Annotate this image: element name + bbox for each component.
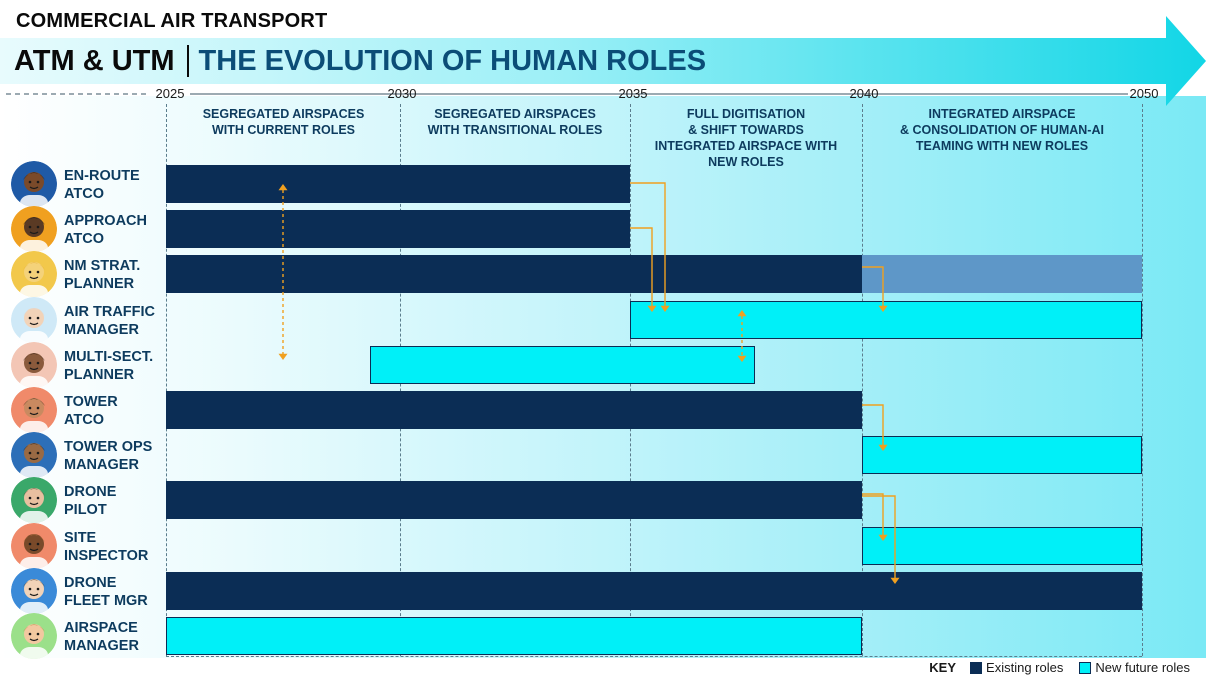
legend-item-new: New future roles xyxy=(1079,660,1190,675)
phase-gridline xyxy=(1142,104,1143,656)
legend-swatch-new xyxy=(1079,661,1092,674)
approach-avatar-icon xyxy=(11,206,57,253)
role-bar-new xyxy=(166,617,862,655)
legend-title: KEY xyxy=(929,660,957,675)
tower-ops-avatar-icon xyxy=(11,432,57,479)
role-label: AIR TRAFFIC MANAGER xyxy=(64,303,156,338)
atco-avatar-icon xyxy=(11,161,57,207)
title-right: THE EVOLUTION OF HUMAN ROLES xyxy=(198,44,707,77)
page-title: ATM & UTM THE EVOLUTION OF HUMAN ROLES xyxy=(14,43,706,79)
role-label: TOWER ATCO xyxy=(64,394,118,428)
role-bar-new xyxy=(370,345,756,384)
title-left: ATM & UTM xyxy=(14,44,175,77)
timeline-axis xyxy=(6,93,1128,95)
phase-header: SEGREGATED AIRSPACES WITH CURRENT ROLES xyxy=(202,107,365,137)
airspace-manager-avatar-icon xyxy=(11,613,57,659)
phase-header: INTEGRATED AIRSPACE & CONSOLIDATION OF H… xyxy=(900,107,1104,153)
role-bar-existing xyxy=(166,255,862,294)
role-label: APPROACH ATCO xyxy=(64,213,147,248)
chart-left-edge xyxy=(166,104,167,656)
role-label: SITE INSPECTOR xyxy=(64,529,149,564)
phase-header: SEGREGATED AIRSPACES WITH TRANSITIONAL R… xyxy=(427,107,603,137)
axis-year-label: 2040 xyxy=(849,86,879,101)
role-label: NM STRAT. PLANNER xyxy=(64,258,141,293)
axis-year-label: 2050 xyxy=(1129,86,1159,101)
role-label: AIRSPACE MANAGER xyxy=(64,620,139,654)
legend-swatch-existing xyxy=(970,661,983,674)
supertitle: COMMERCIAL AIR TRANSPORT xyxy=(16,10,328,32)
role-label: DRONE PILOT xyxy=(64,484,117,519)
role-label: TOWER OPS MANAGER xyxy=(64,439,153,474)
title-banner-arrow xyxy=(0,16,1206,106)
role-bar-existing xyxy=(166,391,862,429)
role-bar-phaseout xyxy=(862,255,1142,294)
phase-gridline xyxy=(862,104,863,656)
legend-item-existing: Existing roles xyxy=(970,660,1063,675)
legend-label-existing: Existing roles xyxy=(986,660,1064,675)
axis-year-label: 2030 xyxy=(387,86,417,101)
axis-year-label: 2035 xyxy=(618,86,648,101)
role-bar-existing xyxy=(166,571,1142,610)
role-bar-new xyxy=(862,436,1142,475)
role-label: EN-ROUTE ATCO xyxy=(64,168,140,202)
phase-header: FULL DIGITISATION & SHIFT TOWARDS INTEGR… xyxy=(654,107,838,169)
role-bar-existing xyxy=(166,210,630,249)
tower-avatar-icon xyxy=(11,387,57,433)
manager-avatar-icon xyxy=(11,296,57,343)
role-bar-existing xyxy=(166,165,630,203)
planner-avatar-icon xyxy=(11,251,57,298)
title-separator xyxy=(186,45,189,77)
inspector-avatar-icon xyxy=(11,522,57,569)
fleet-manager-avatar-icon xyxy=(11,567,57,614)
axis-year-label: 2025 xyxy=(155,86,185,101)
role-bar-new xyxy=(630,300,1142,339)
role-label: MULTI-SECT. PLANNER xyxy=(64,348,154,383)
legend: KEY Existing roles New future roles xyxy=(929,660,1200,675)
role-bar-new xyxy=(862,526,1142,565)
role-label: DRONE FLEET MGR xyxy=(64,574,148,609)
multi-planner-avatar-icon xyxy=(11,341,57,388)
drone-pilot-avatar-icon xyxy=(11,477,57,524)
role-bar-existing xyxy=(166,481,862,520)
chart-baseline xyxy=(166,656,1142,657)
legend-label-new: New future roles xyxy=(1095,660,1190,675)
